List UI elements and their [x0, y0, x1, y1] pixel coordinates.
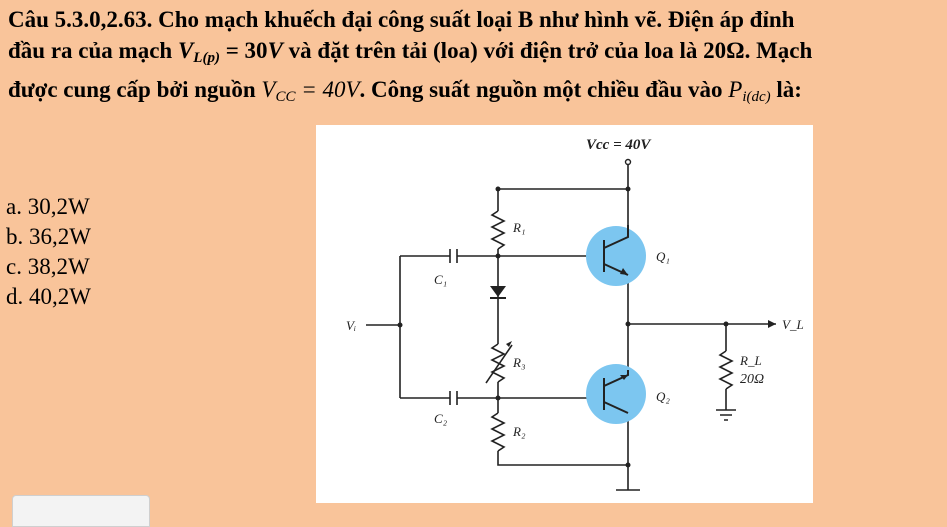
answer-c[interactable]: c. 38,2W [6, 254, 90, 279]
answer-list: a. 30,2W b. 36,2W c. 38,2W d. 40,2W [6, 192, 91, 312]
bottom-rail-wire [497, 451, 628, 466]
question-text: Câu 5.3.0,2.63. Cho mạch khuếch đại công… [8, 4, 940, 113]
r2-label: R₂ [512, 424, 526, 439]
diode-icon [490, 286, 506, 297]
r1-resistor [490, 210, 506, 250]
rl-resistor [718, 350, 734, 390]
r3-resistor [490, 343, 506, 383]
vl-symbol: VL(p) [177, 38, 220, 66]
answer-b[interactable]: b. 36,2W [6, 224, 91, 249]
vcc-symbol: VCC = 40V [261, 77, 360, 105]
q1-label: Q₁ [656, 249, 670, 264]
question-line-2: đầu ra của mạch VL(p) = 30V và đặt trên … [8, 38, 813, 66]
vl-label: V_L [782, 317, 804, 332]
vcc-terminal [624, 158, 632, 166]
circuit-svg: Vcc = 40V R₁ R₃ R₂ C₁ C₂ Q₁ Q₂ Vᵢ V_L R_… [346, 137, 804, 491]
q2-transistor-icon [586, 364, 646, 424]
c1-plates [449, 249, 458, 263]
r1-label: R₁ [512, 220, 525, 235]
vi-label: Vᵢ [346, 318, 356, 333]
q2-label: Q₂ [656, 389, 670, 404]
rl-ground [716, 409, 736, 421]
question-line-3: được cung cấp bởi nguồn VCC = 40V. Công … [8, 77, 802, 105]
c1-label: C₁ [434, 272, 447, 287]
vcc-label: Vcc = 40V [586, 137, 652, 153]
partial-button[interactable] [12, 495, 150, 527]
c2-plates [449, 391, 458, 405]
r2-resistor [490, 412, 506, 452]
c2-label: C₂ [434, 411, 448, 426]
circuit-diagram: Vcc = 40V R₁ R₃ R₂ C₁ C₂ Q₁ Q₂ Vᵢ V_L R_… [316, 125, 813, 503]
rl-label: R_L [739, 353, 762, 368]
answer-d[interactable]: d. 40,2W [6, 284, 91, 309]
q1-transistor-icon [586, 226, 646, 286]
p-symbol: Pi(dc) [728, 77, 771, 105]
question-line-1: Câu 5.3.0,2.63. Cho mạch khuếch đại công… [8, 7, 795, 32]
answer-a[interactable]: a. 30,2W [6, 194, 90, 219]
r3-label: R₃ [512, 355, 525, 370]
r3-arrow-line [485, 344, 513, 384]
rl-value-label: 20Ω [740, 372, 764, 387]
